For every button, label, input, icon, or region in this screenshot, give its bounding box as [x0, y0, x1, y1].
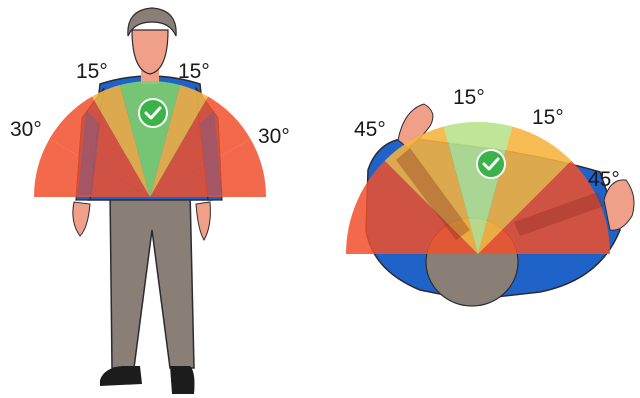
top-view-zones: [346, 122, 610, 254]
front-label-left-outer: 30°: [10, 118, 42, 141]
right-shoe: [170, 366, 195, 394]
top-label-right-inner: 15°: [532, 106, 564, 129]
top-label-left-inner: 15°: [453, 86, 485, 109]
check-circle-icon: [139, 99, 167, 127]
front-view-zones: [34, 81, 266, 197]
left-shoe: [100, 366, 142, 386]
head: [132, 30, 168, 74]
check-circle-icon: [477, 150, 505, 178]
right-hand: [196, 202, 210, 240]
left-hand: [73, 202, 90, 236]
trousers: [110, 190, 194, 368]
front-label-right-outer: 30°: [258, 125, 290, 148]
front-label-right-inner: 15°: [178, 60, 210, 83]
top-label-left-outer: 45°: [354, 118, 386, 141]
front-label-left-inner: 15°: [76, 60, 108, 83]
top-label-right-outer: 45°: [588, 168, 620, 191]
